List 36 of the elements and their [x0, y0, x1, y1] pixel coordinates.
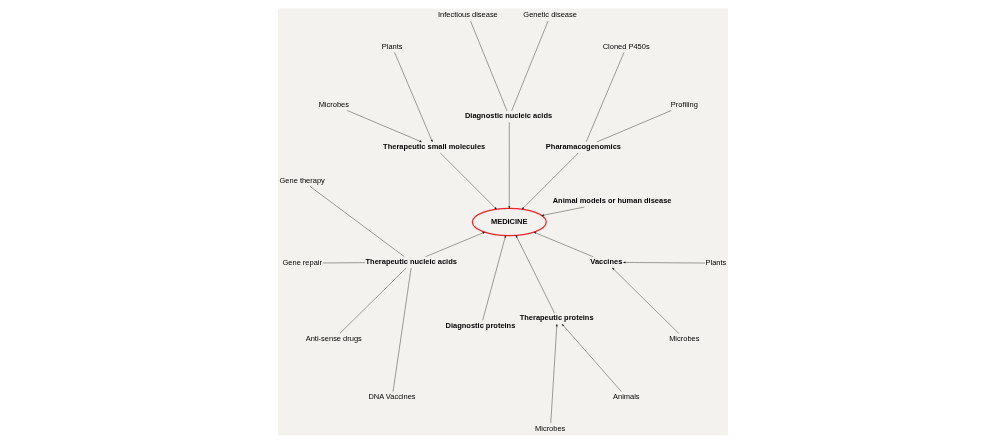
node-text: Diagnostic proteins [445, 320, 515, 330]
node-text: Plants [705, 258, 726, 268]
node-text: Animals [612, 392, 640, 402]
node-text: Therapeutic nucleic acids [365, 256, 457, 266]
node-text: Gene therapy [279, 175, 325, 185]
node-text: Genetic disease [522, 10, 577, 20]
node-text: Plants [381, 41, 403, 51]
node-text: DNA Vaccines [367, 392, 416, 402]
node-text: Microbes [668, 334, 699, 344]
node-text: Pharamacogenomics [545, 142, 621, 152]
arrow [393, 52, 433, 143]
arrow [439, 153, 497, 210]
node-text: Gene repair [282, 258, 322, 268]
arrow [541, 206, 585, 216]
node-text: Profiling [670, 99, 698, 109]
arrow [424, 232, 485, 257]
arrow [515, 235, 555, 314]
arrow [346, 110, 422, 143]
node-text: Therapeutic small molecules [382, 142, 485, 152]
node-text: Anti-sense drugs [305, 334, 362, 344]
node-text: Infectious disease [437, 10, 498, 20]
arrow [611, 267, 679, 334]
arrow [521, 153, 578, 210]
node-text: Microbes [318, 99, 349, 109]
arrow [622, 261, 705, 264]
node-text: Vaccines [589, 256, 622, 266]
arrow [561, 324, 622, 392]
arrow [482, 235, 506, 321]
node-text: Diagnostic nucleic acids [464, 111, 552, 121]
node-text: Therapeutic proteins [519, 313, 594, 323]
node-text: Microbes [534, 423, 565, 433]
node-text: Animal models or human disease [552, 196, 671, 206]
arrow [507, 122, 510, 209]
node-text: Cloned P450s [602, 41, 650, 51]
arrow [533, 232, 593, 257]
arrow [550, 324, 558, 424]
